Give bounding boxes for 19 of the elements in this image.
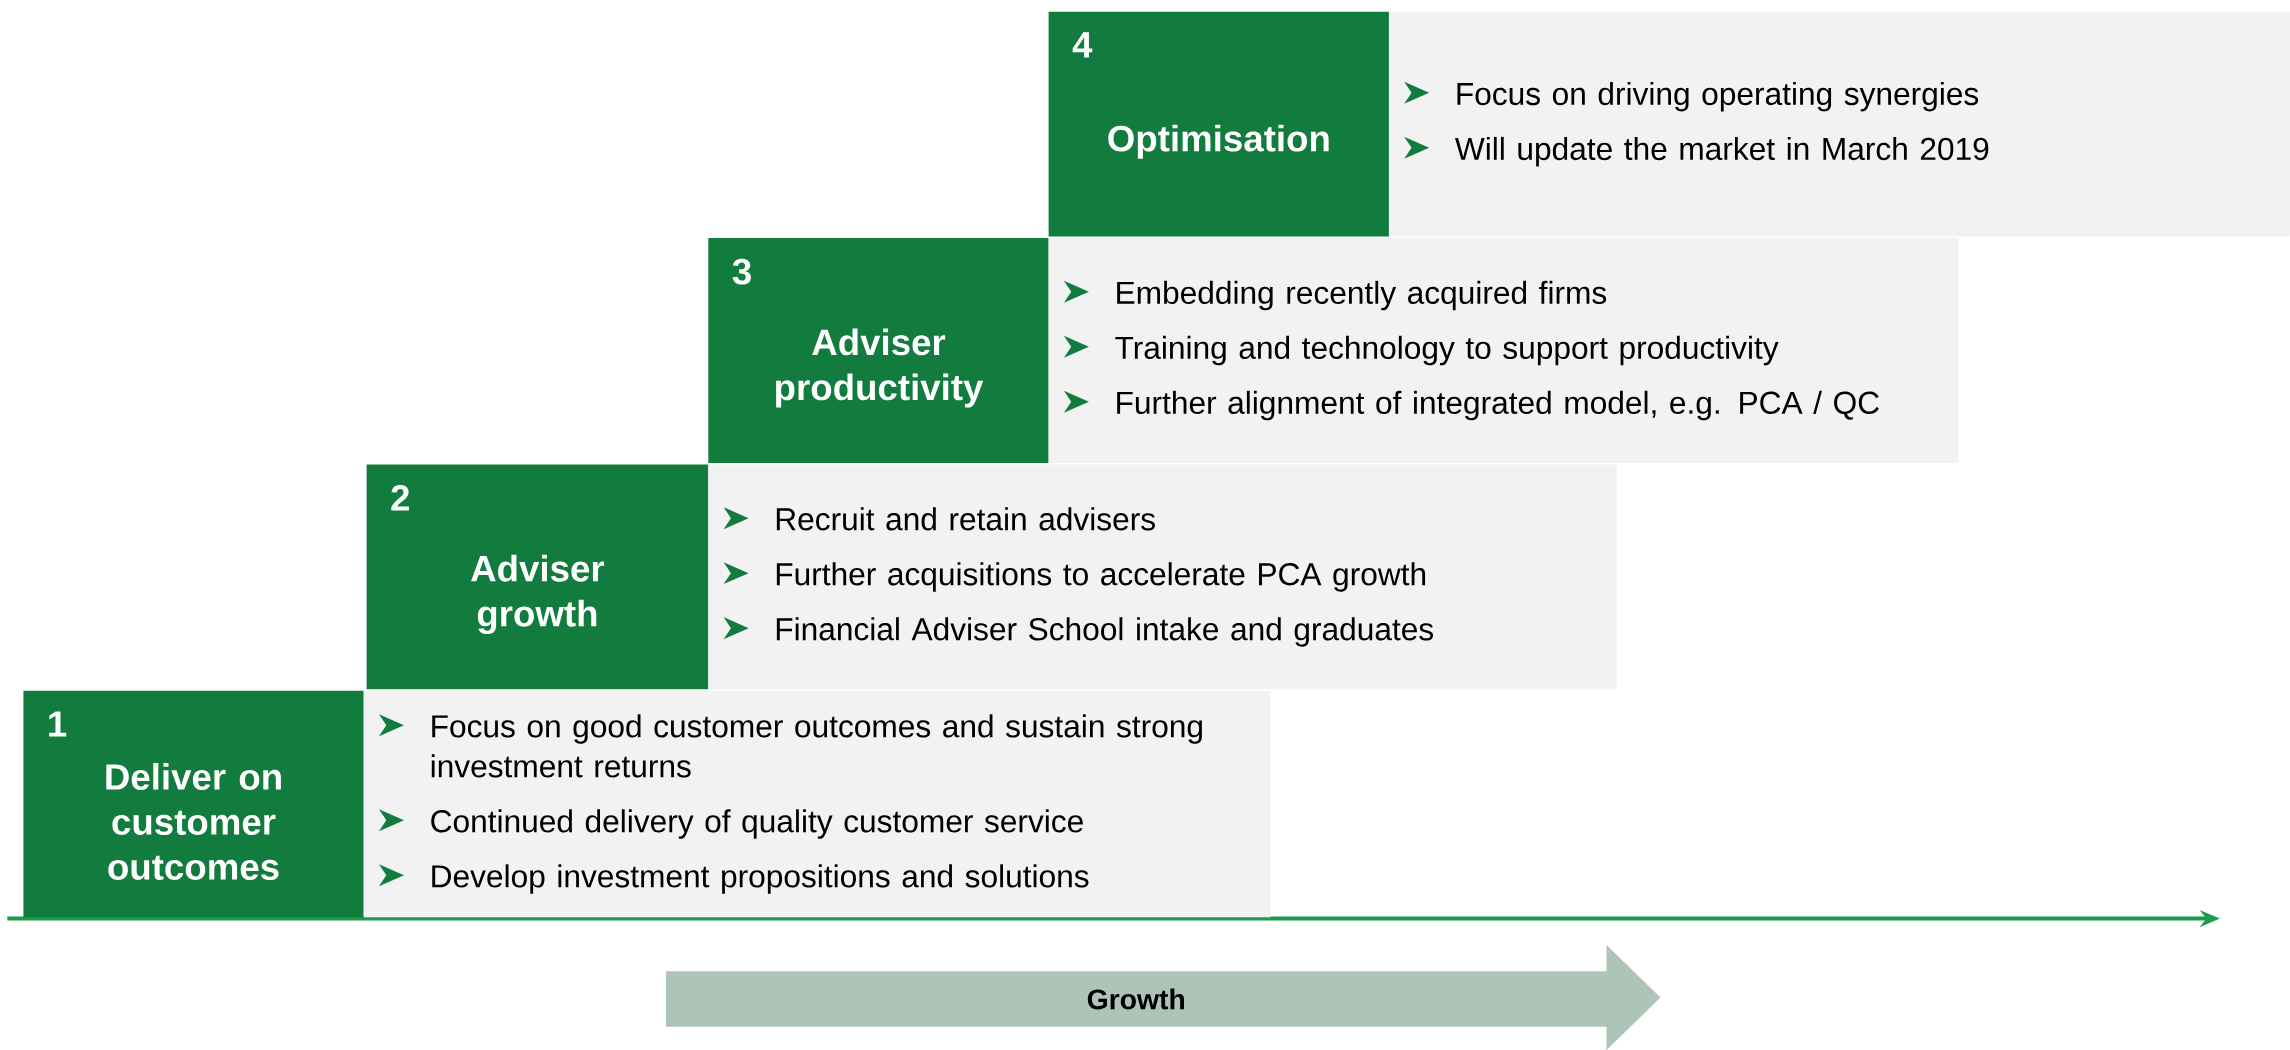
- node-label: Focus on good customer outcomes and sustain strong investment returns: [431, 714, 1202, 778]
- bullet-list-panel: Recruit and retain advisers Further acquisitions to accelerate PCA growth Financial Adviser School intake and graduates: [708, 464, 1617, 690]
- node-label: Focus on driving operating synergies: [1457, 81, 1979, 112]
- node-label: Will update the market in March 2019: [1455, 136, 1989, 167]
- node-label: Continued delivery of quality customer service: [431, 809, 1083, 839]
- bullet-list-panel: Embedding recently acquired firms Training and technology to support productivity Further alignment of integrated model, e.g. PCA / QC: [1048, 238, 1959, 463]
- step-box: 3 Adviser productivity: [708, 238, 1049, 463]
- step-box: 2 Adviser growth: [366, 464, 709, 690]
- node-label: Develop investment propositions and solutions: [432, 864, 1089, 894]
- step-box: 4 Optimisation: [1048, 11, 1389, 237]
- bullet-list-panel: Focus on driving operating synergies Will update the market in March 2019: [1388, 11, 2290, 237]
- node-label: Financial Adviser School intake and graduates: [776, 617, 1434, 647]
- bullet-list-panel: Focus on good customer outcomes and sustain strong investment returns Continued delivery of quality customer service Develop investment propositions and solutions: [363, 690, 1271, 918]
- node-label: Embedding recently acquired firms: [1117, 280, 1607, 311]
- step-box: 1 Deliver on customer outcomes: [23, 690, 364, 918]
- node-label: Recruit and retain advisers: [776, 507, 1155, 531]
- node-label: Training and technology to support productivity: [1115, 335, 1779, 366]
- node-label: Further acquisitions to accelerate PCA growth: [776, 562, 1426, 592]
- node-label: Further alignment of integrated model, e.g. PCA / QC: [1117, 390, 1879, 421]
